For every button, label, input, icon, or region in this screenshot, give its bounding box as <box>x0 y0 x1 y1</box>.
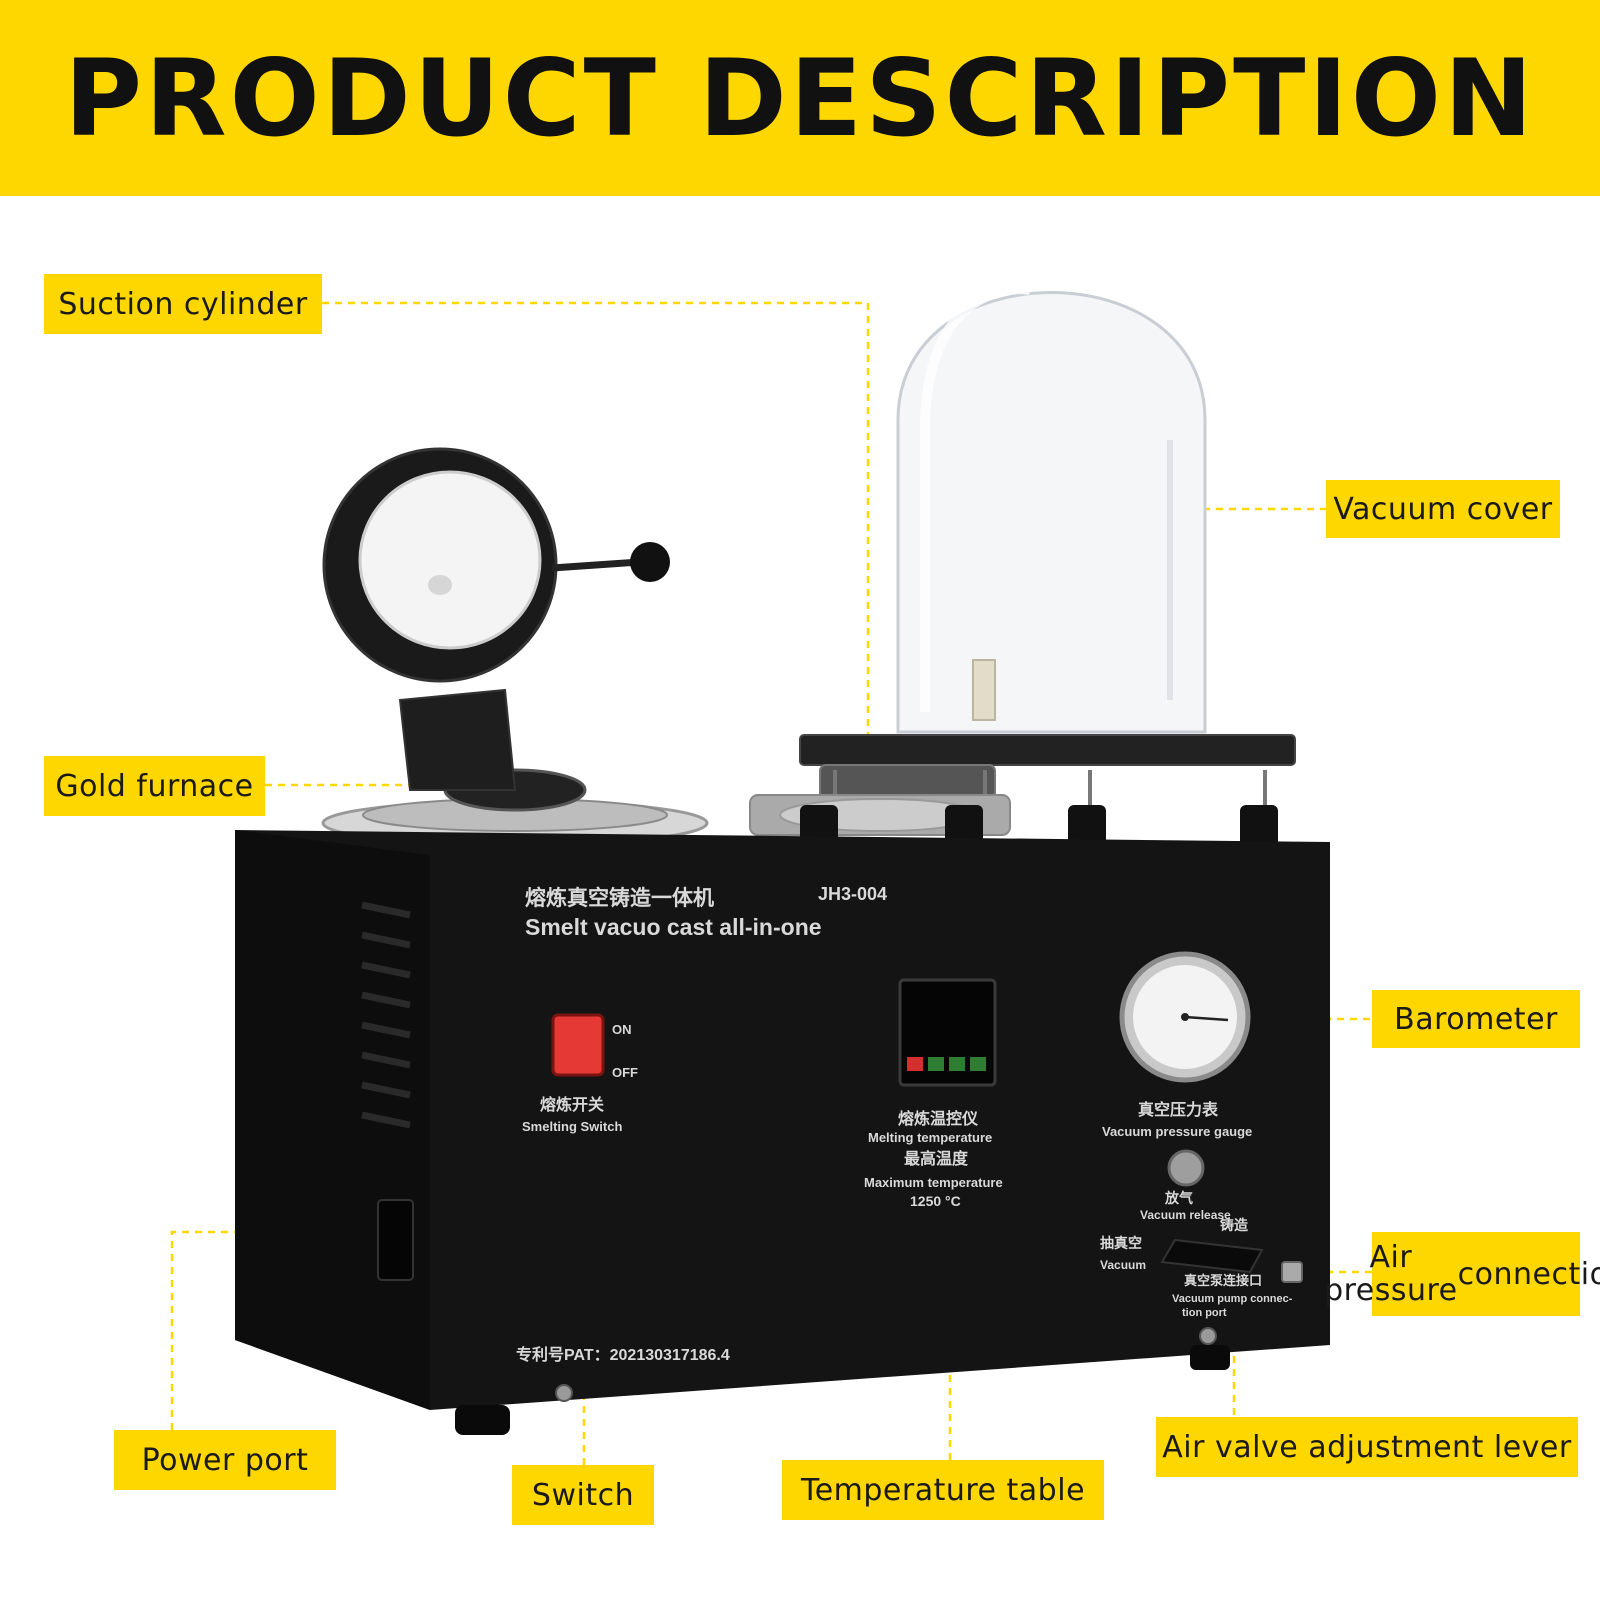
temp-down-button[interactable] <box>949 1057 965 1071</box>
switch-off-label: OFF <box>612 1065 638 1080</box>
gauge-needle <box>1184 1015 1229 1022</box>
release-label-en: Vacuum release <box>1140 1208 1231 1222</box>
callout-power-port: Power port <box>114 1430 336 1490</box>
machine-body <box>235 830 1330 1435</box>
max-temp-value: 1250 °C <box>910 1193 961 1209</box>
machine-title-en: Smelt vacuo cast all-in-one <box>525 914 822 940</box>
vacuum-cover-dome <box>896 284 1207 734</box>
callout-temperature-table: Temperature table <box>782 1460 1104 1520</box>
leader-suction-cylinder <box>322 301 870 735</box>
gauge-label-cn: 真空压力表 <box>1138 1100 1219 1119</box>
air-valve-lever[interactable] <box>1160 1238 1264 1274</box>
callout-air-pressure-connection: Air pressure connection <box>1324 1232 1600 1316</box>
machine-model: JH3-004 <box>818 884 887 904</box>
suction-plate <box>749 734 1296 853</box>
machine-title-cn: 熔炼真空铸造一体机 <box>525 886 714 910</box>
callout-air-pressure-line1: Air pressure <box>1324 1240 1458 1308</box>
temp-label-cn: 熔炼温控仪 <box>898 1109 979 1128</box>
callout-suction-cylinder: Suction cylinder <box>44 274 322 334</box>
switch-on-label: ON <box>612 1022 632 1037</box>
temp-label-en: Melting temperature <box>868 1130 992 1145</box>
gold-furnace <box>321 447 709 847</box>
smelting-switch[interactable] <box>551 1013 605 1077</box>
callout-air-pressure-line2: connection <box>1457 1256 1600 1292</box>
callout-barometer: Barometer <box>1372 990 1580 1048</box>
vacuum-label-cn: 抽真空 <box>1100 1235 1142 1251</box>
page-title: PRODUCT DESCRIPTION <box>64 36 1536 160</box>
power-port-socket <box>377 1199 414 1281</box>
front-panel: 熔炼真空铸造一体机 Smelt vacuo cast all-in-one JH… <box>516 884 1303 1402</box>
callout-vacuum-cover: Vacuum cover <box>1326 480 1560 538</box>
air-pressure-nozzle[interactable] <box>1281 1261 1303 1283</box>
temp-left-button[interactable] <box>928 1057 944 1071</box>
pump-label-cn: 真空泵连接口 <box>1184 1273 1262 1288</box>
vacuum-release-knob[interactable] <box>1167 1149 1205 1187</box>
temp-set-button[interactable] <box>907 1057 923 1071</box>
patent-number: 专利号PAT：202130317186.4 <box>516 1345 730 1364</box>
pump-label-en-1: Vacuum pump connec- <box>1172 1293 1293 1305</box>
gauge-label-en: Vacuum pressure gauge <box>1102 1124 1252 1139</box>
header-banner: PRODUCT DESCRIPTION <box>0 0 1600 196</box>
max-temp-cn: 最高温度 <box>904 1149 969 1168</box>
switch-label-en: Smelting Switch <box>522 1119 622 1134</box>
release-label-cn: 放气 <box>1164 1190 1193 1206</box>
callout-switch: Switch <box>512 1465 654 1525</box>
vacuum-label-en: Vacuum <box>1100 1258 1146 1272</box>
pump-label-en-2: tion port <box>1182 1307 1227 1319</box>
callout-gold-furnace: Gold furnace <box>44 756 265 816</box>
callout-air-valve-adjustment-lever: Air valve adjustment lever <box>1156 1417 1578 1477</box>
temp-up-button[interactable] <box>970 1057 986 1071</box>
max-temp-en: Maximum temperature <box>864 1175 1003 1190</box>
cast-label-cn: 铸造 <box>1220 1217 1248 1233</box>
switch-label-cn: 熔炼开关 <box>540 1095 604 1114</box>
